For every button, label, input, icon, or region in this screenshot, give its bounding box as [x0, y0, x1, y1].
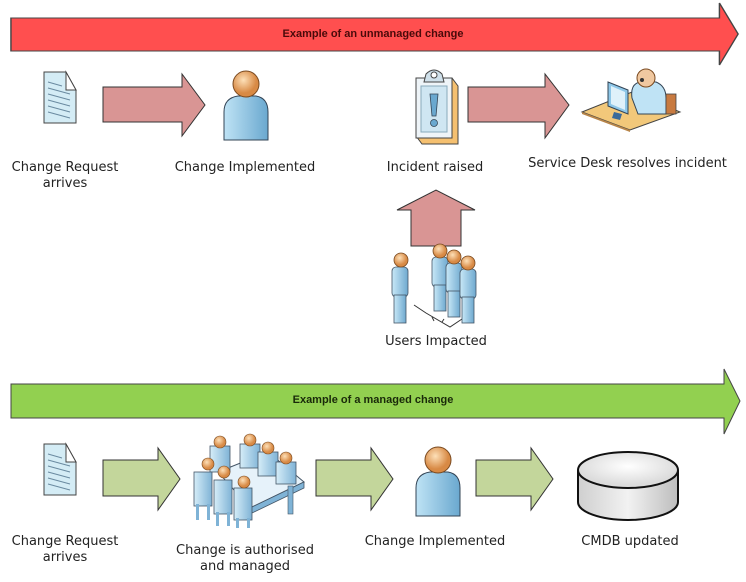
flow-arrow: [467, 72, 570, 140]
users-group-icon: [391, 243, 477, 328]
flow-arrow: [315, 446, 394, 512]
managed-step-label-change-request: Change Request arrives: [11, 534, 119, 565]
meeting-table-icon: [193, 433, 305, 528]
users-impacted-label: Users Impacted: [385, 334, 487, 349]
step-label-change-implemented: Change Implemented: [174, 160, 316, 175]
up-arrow: [396, 189, 476, 247]
managed-banner-label: Example of a managed change: [292, 394, 454, 406]
managed-step-label-authorised: Change is authorised and managed: [176, 543, 314, 574]
step-label-change-request: Change Request arrives: [11, 160, 119, 191]
user-figure: [459, 255, 477, 324]
user-figure: [431, 243, 449, 312]
unmanaged-banner-label: Example of an unmanaged change: [282, 28, 464, 40]
managed-banner-arrow: [10, 368, 741, 435]
meeting-chair: [233, 475, 253, 528]
meeting-chair: [193, 457, 215, 520]
flow-arrow: [102, 446, 181, 512]
flow-arrow: [475, 446, 554, 512]
step-label-incident-raised: Incident raised: [386, 160, 484, 175]
managed-banner: Example of a managed change: [0, 364, 746, 438]
document-icon: [43, 70, 77, 124]
database-icon: [577, 451, 679, 521]
user-icon: [415, 446, 461, 517]
meeting-person: [257, 441, 279, 477]
flow-arrow: [102, 72, 206, 138]
clipboard-alert-icon: [415, 69, 459, 145]
step-label-service-desk: Service Desk resolves incident: [528, 156, 727, 171]
managed-step-label-cmdb: CMDB updated: [581, 534, 679, 549]
managed-step-label-implemented: Change Implemented: [364, 534, 506, 549]
meeting-person: [275, 451, 297, 485]
meeting-person: [209, 435, 231, 473]
meeting-person: [239, 433, 261, 469]
user-figure: [391, 252, 409, 324]
unmanaged-banner-arrow: [10, 2, 739, 66]
service-desk-icon: [580, 68, 682, 132]
unmanaged-banner: Example of an unmanaged change: [0, 0, 746, 70]
document-icon: [43, 442, 77, 496]
user-figure: [445, 249, 463, 318]
user-icon: [223, 70, 269, 141]
meeting-chair: [213, 465, 233, 526]
